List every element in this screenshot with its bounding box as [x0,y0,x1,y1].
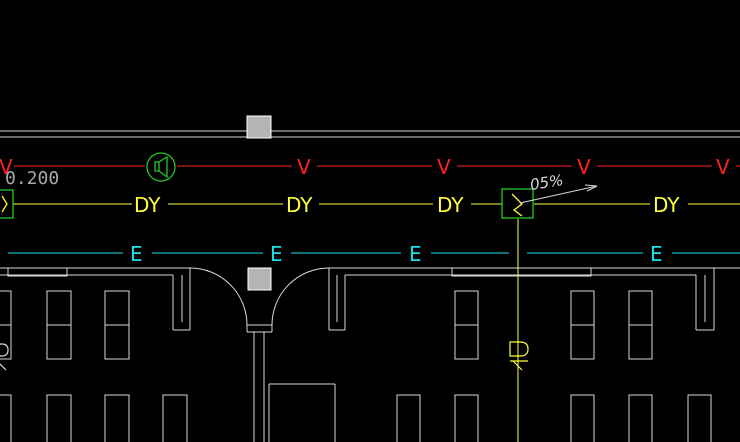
dy-label: DY [437,193,464,217]
junction-box-icon[interactable] [501,188,534,219]
v-label: V [437,155,451,179]
speaker-icon[interactable] [146,152,176,182]
e-label: E [270,242,283,266]
v-pipeline: V V V V V [0,155,740,179]
detector-icon[interactable] [509,341,529,371]
dy-label: DY [134,193,161,217]
elevation-label: 0.200 [5,168,59,189]
e-label: E [650,242,663,266]
v-label: V [0,155,13,179]
dy-pipeline: DY DY DY DY [13,193,740,442]
v-label: V [716,155,730,179]
slope-arrow-icon [519,184,598,204]
detector-icon[interactable] [0,343,9,371]
v-label: V [297,155,311,179]
top-wall [0,130,740,138]
grip-handle-icon[interactable] [247,267,272,291]
e-label: E [409,242,422,266]
floor-plan [0,267,740,442]
dy-label: DY [286,193,313,217]
dy-label: DY [653,193,680,217]
e-label: E [130,242,143,266]
slope-label: 05% [529,171,565,194]
junction-box-icon[interactable] [0,189,14,219]
e-pipeline: E E E E [8,242,740,266]
grip-handle-icon[interactable] [246,115,272,139]
v-label: V [577,155,591,179]
